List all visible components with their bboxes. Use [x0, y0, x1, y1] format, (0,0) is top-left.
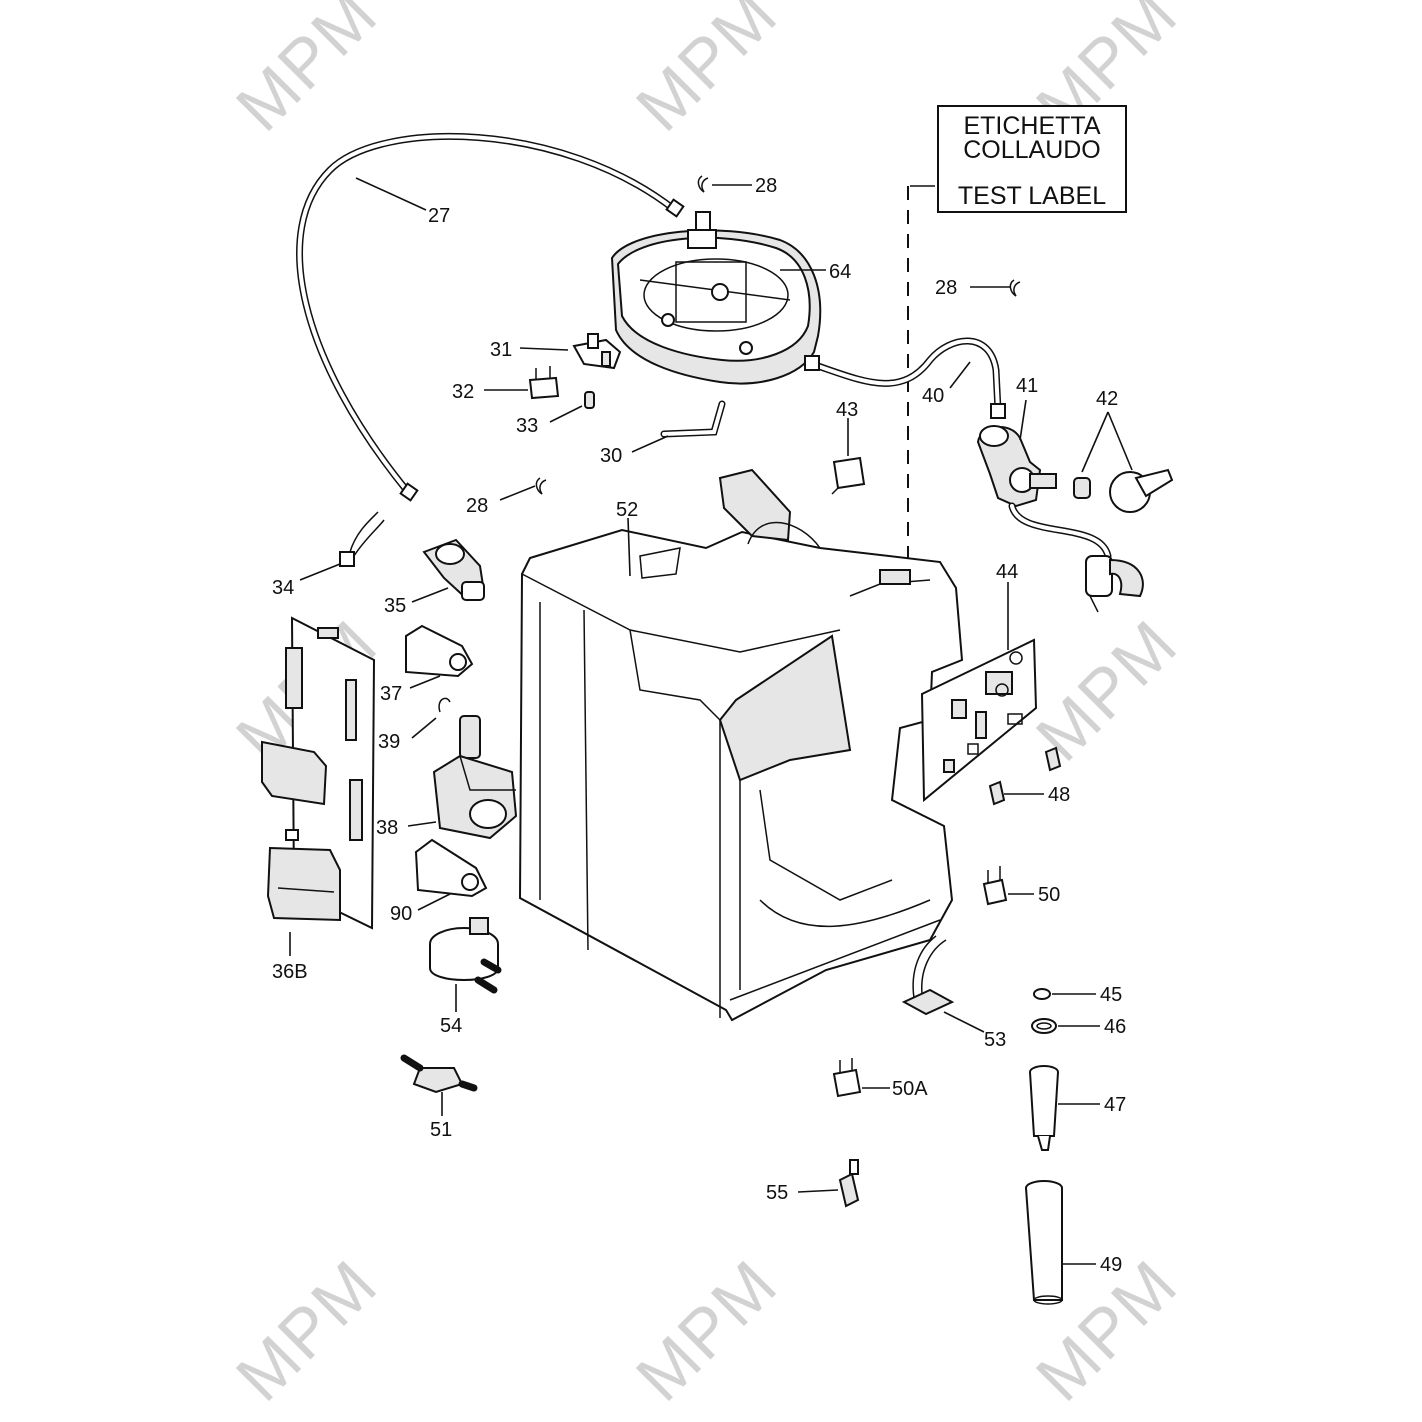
callout-39: 39: [378, 731, 400, 753]
test-label-line2: COLLAUDO: [963, 136, 1101, 164]
callout-36b: 36B: [272, 961, 308, 983]
part-50-connector: 50: [982, 866, 1060, 906]
part-44-control-board: 44: [920, 561, 1038, 803]
callout-43: 43: [836, 399, 858, 421]
callout-28-center: 28: [466, 495, 488, 517]
part-35-solenoid-valve: 35: [384, 538, 486, 617]
part-28-clip-top: 28: [697, 175, 777, 197]
callout-37: 37: [380, 683, 402, 705]
callout-51: 51: [430, 1119, 452, 1141]
callout-45: 45: [1100, 984, 1122, 1006]
part-39-clip: 39: [378, 697, 451, 753]
callout-53: 53: [984, 1029, 1006, 1051]
callout-64: 64: [829, 261, 851, 283]
callout-27: 27: [428, 205, 450, 227]
part-32-connector: 32: [452, 366, 560, 403]
callout-49: 49: [1100, 1254, 1122, 1276]
callout-33: 33: [516, 415, 538, 437]
test-label-line3: TEST LABEL: [958, 182, 1106, 210]
part-41-steam-valve: 41: [976, 375, 1144, 613]
callout-40: 40: [922, 385, 944, 407]
callout-42: 42: [1096, 388, 1118, 410]
callout-90: 90: [390, 903, 412, 925]
watermark: MPM: [622, 1245, 792, 1415]
watermark: MPM: [622, 0, 792, 146]
part-31-bracket: 31: [490, 333, 622, 370]
part-34-sensor: 34: [272, 511, 385, 599]
part-27-hose: 27: [296, 133, 685, 502]
callout-38: 38: [376, 817, 398, 839]
watermark: MPM: [222, 0, 392, 146]
callout-48: 48: [1048, 784, 1070, 806]
part-53-sensor: 53: [901, 935, 1006, 1051]
part-49-tube: 49: [1025, 1180, 1122, 1305]
watermark: MPM: [222, 1245, 392, 1415]
part-43-microswitch: 43: [831, 399, 866, 495]
part-50a-connector: 50A: [832, 1058, 928, 1100]
part-38-pump: 38: [376, 715, 518, 840]
part-52-frame: 52: [518, 468, 964, 1022]
callout-34: 34: [272, 577, 294, 599]
test-label-line1: ETICHETTA: [963, 112, 1100, 140]
callout-52: 52: [616, 499, 638, 521]
watermark: MPM: [1022, 605, 1192, 775]
callout-41: 41: [1016, 375, 1038, 397]
callout-54: 54: [440, 1015, 462, 1037]
test-label-box: ETICHETTA COLLAUDO TEST LABEL: [907, 105, 1127, 700]
callout-31: 31: [490, 339, 512, 361]
callout-50a: 50A: [892, 1078, 928, 1100]
part-54-flowmeter: 54: [429, 917, 502, 1037]
callout-47: 47: [1104, 1094, 1126, 1116]
callout-28-top: 28: [755, 175, 777, 197]
part-90-bracket: 90: [390, 838, 488, 925]
part-51-inline-filter: 51: [400, 1054, 478, 1141]
part-46-o-ring: 46: [1031, 1016, 1126, 1038]
part-28-clip-center: 28: [466, 477, 547, 517]
part-40-hose: 40: [804, 337, 1006, 419]
part-64-boiler: 64: [610, 211, 851, 385]
part-36b-power-board: 36B: [261, 616, 376, 983]
part-42-knob: 42: [1073, 388, 1174, 513]
callout-35: 35: [384, 595, 406, 617]
callout-55: 55: [766, 1182, 788, 1204]
part-30-pipe: 30: [600, 400, 726, 467]
callout-46: 46: [1104, 1016, 1126, 1038]
callout-32: 32: [452, 381, 474, 403]
part-45-o-ring: 45: [1033, 984, 1122, 1006]
callout-28-right: 28: [935, 277, 957, 299]
part-55-hinge: 55: [766, 1159, 860, 1208]
part-37-bracket: 37: [380, 624, 474, 705]
part-48-screws: 48: [988, 746, 1070, 806]
part-47-spout: 47: [1029, 1065, 1126, 1151]
part-28-clip-right: 28: [935, 277, 1021, 299]
part-33-spring: 33: [516, 391, 595, 437]
callout-30: 30: [600, 445, 622, 467]
callout-50: 50: [1038, 884, 1060, 906]
callout-44: 44: [996, 561, 1018, 583]
